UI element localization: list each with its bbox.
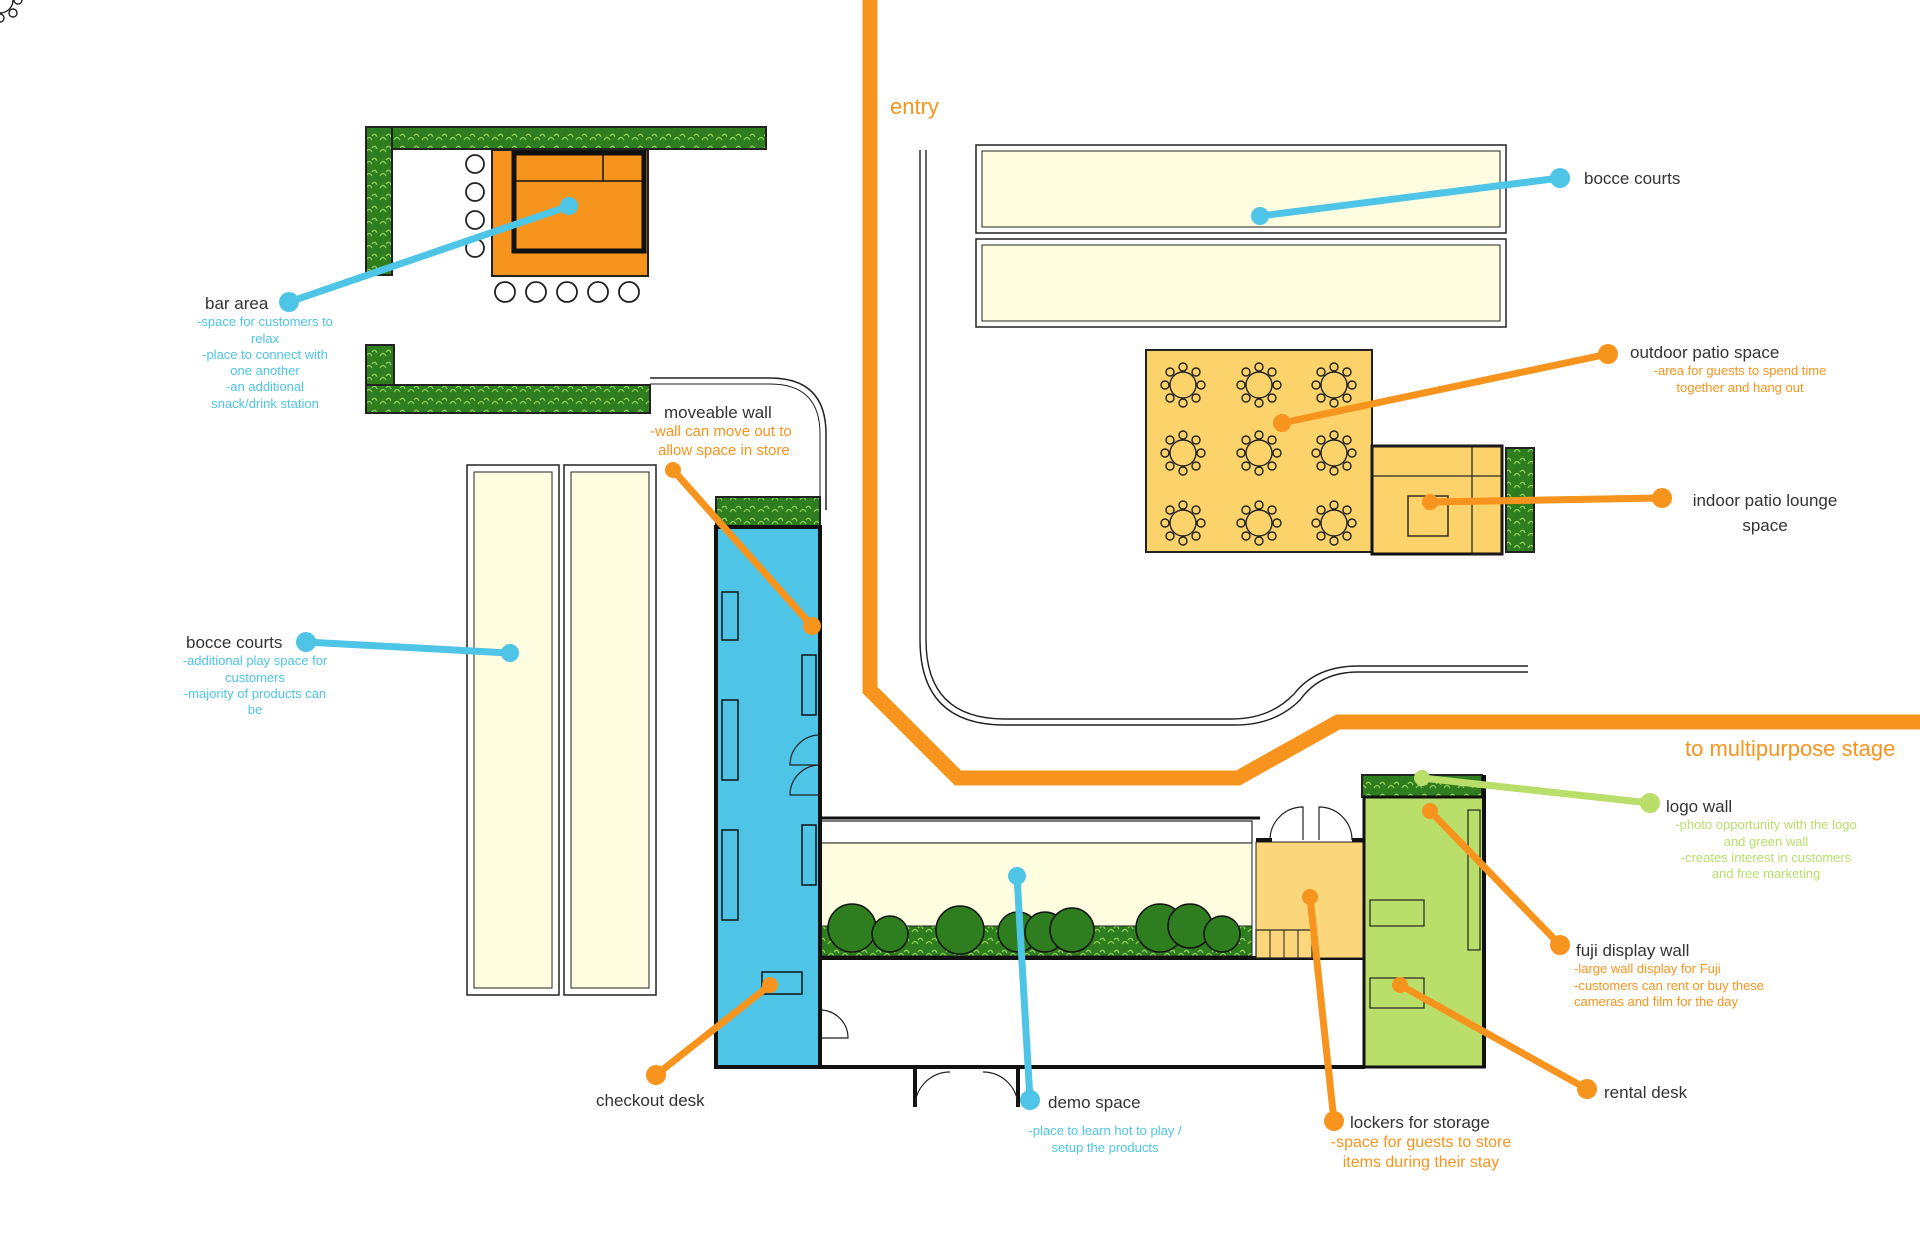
callout-title: fuji display wall	[1576, 941, 1690, 960]
dot-orange	[665, 462, 681, 478]
note-line: -large wall display for Fuji	[1574, 961, 1721, 977]
bocce-courts-left	[466, 464, 657, 996]
note-line: -area for guests to spend time	[1653, 363, 1827, 379]
note-line: -an additional	[225, 379, 305, 395]
note-line: -space for guests to store	[1330, 1134, 1512, 1152]
note-line: -wall can move out to	[650, 423, 792, 441]
dot-orange	[1324, 1111, 1344, 1131]
note-line: one another	[230, 363, 300, 378]
note-line: and green wall	[1723, 833, 1809, 849]
note-line: setup the products	[1051, 1139, 1159, 1155]
demo-counter	[819, 820, 1253, 844]
note-line: -place to connect with	[202, 346, 328, 362]
callout-title: lockers for storage	[1350, 1113, 1490, 1132]
note-line: and free marketing	[1711, 866, 1821, 881]
callout-title: moveable wall	[664, 403, 772, 422]
bar-inner	[511, 150, 647, 254]
bar-area-plan	[365, 126, 827, 510]
note-line: -additional play space for	[182, 653, 328, 669]
callout-title: checkout desk	[596, 1091, 705, 1110]
callout-demo-space: demo space -place to learn hot to play /…	[1010, 1092, 1200, 1156]
hedge-left-top	[365, 126, 393, 276]
dot-blue	[501, 644, 519, 662]
callout-bocce-top: bocce courts	[1584, 168, 1734, 189]
dot-orange	[762, 977, 778, 993]
dot-blue	[1020, 1090, 1040, 1110]
note-line: -majority of products can	[183, 685, 327, 701]
dot-blue	[1251, 207, 1269, 225]
callout-indoor-patio: indoor patio lounge space	[1680, 490, 1850, 537]
dot-orange	[1422, 803, 1438, 819]
orange-path	[862, 0, 1920, 786]
callout-title: outdoor patio space	[1630, 343, 1780, 362]
dot-orange	[1392, 977, 1408, 993]
fuji-floor	[1362, 795, 1486, 1069]
note-line: items during their stay	[1342, 1154, 1500, 1172]
dot-orange	[803, 617, 821, 635]
dot-orange	[1652, 488, 1672, 508]
callout-title: indoor patio lounge	[1692, 491, 1838, 510]
callout-title: demo space	[1048, 1093, 1141, 1112]
note-line: snack/drink station	[211, 395, 319, 411]
callout-title: rental desk	[1604, 1083, 1688, 1102]
note-line: -photo opportunity with the logo	[1675, 817, 1857, 833]
note-line: -customers can rent or buy these	[1574, 977, 1765, 993]
dot-blue	[1550, 168, 1570, 188]
note-line: relax	[250, 330, 280, 346]
callout-fuji-wall: fuji display wall -large wall display fo…	[1574, 940, 1814, 1010]
note-line: -place to learn hot to play /	[1028, 1123, 1182, 1139]
leader-lines	[285, 174, 1666, 1125]
moveable-wall-hedge	[715, 496, 821, 528]
note-line: be	[247, 702, 263, 717]
callout-title: logo wall	[1666, 797, 1733, 816]
callout-title: bocce courts	[1584, 169, 1681, 188]
callout-lockers: lockers for storage -space for guests to…	[1316, 1112, 1526, 1173]
leader-dots	[279, 168, 1672, 1131]
callout-logo-wall: logo wall -photo opportunity with the lo…	[1656, 796, 1876, 882]
callout-bar-area: bar area -space for customers to relax -…	[180, 293, 350, 412]
callout-title: bar area	[205, 294, 269, 313]
callout-moveable-wall: moveable wall -wall can move out to allo…	[650, 402, 830, 461]
callout-rental-desk: rental desk	[1604, 1082, 1734, 1103]
dot-orange	[1598, 344, 1618, 364]
note-line: cameras and film for the day	[1574, 993, 1739, 1009]
dot-orange	[1273, 414, 1291, 432]
bocce-courts-top	[975, 144, 1507, 328]
dot-blue	[279, 292, 299, 312]
dot-orange	[1577, 1079, 1597, 1099]
dot-orange	[1550, 935, 1570, 955]
hedge-top	[365, 126, 767, 150]
demo-building	[818, 816, 1365, 1108]
dot-blue	[560, 197, 578, 215]
note-line: allow space in store	[658, 442, 790, 459]
dot-orange	[646, 1065, 666, 1085]
entry-label: entry	[890, 94, 939, 119]
dot-orange	[1302, 889, 1318, 905]
dot-green	[1640, 793, 1660, 813]
dot-green	[1414, 770, 1430, 786]
site-boundary	[919, 150, 1528, 726]
note-line: together and hang out	[1676, 379, 1804, 395]
hedge-bottom	[365, 384, 651, 414]
callout-outdoor-patio: outdoor patio space -area for guests to …	[1620, 342, 1860, 396]
dot-blue	[296, 632, 316, 652]
dot-orange	[1422, 494, 1438, 510]
bar-stools	[465, 154, 640, 303]
note-line: -creates interest in customers	[1680, 849, 1852, 865]
note-line: -space for customers to	[197, 314, 333, 330]
note-line: customers	[225, 669, 285, 685]
stage-label: to multipurpose stage	[1685, 736, 1896, 761]
callout-title-line2: space	[1742, 516, 1788, 536]
callout-bocce-left: bocce courts -additional play space for …	[170, 632, 340, 718]
callout-title: bocce courts	[186, 633, 283, 652]
callout-checkout-desk: checkout desk	[596, 1090, 736, 1111]
demo-shrubs	[827, 903, 1241, 955]
dot-blue	[1008, 867, 1026, 885]
